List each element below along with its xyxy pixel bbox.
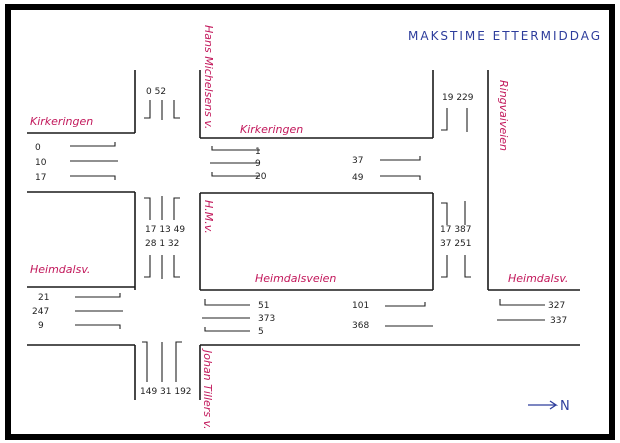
count-ring-top: 19 229 [442,93,474,103]
count-kir-mid-l1: 1 [255,147,261,157]
count-kir-w-2: 10 [35,158,47,168]
arrow-hm-top-left [173,100,180,119]
arrow-heim-e-1 [499,299,545,306]
count-hmv-upper: 17 13 49 [145,225,185,235]
arrow-ring-mid-down-1 [441,255,448,278]
road-lines [27,70,580,400]
count-heim-w-2: 247 [32,307,49,317]
arrow-heim-w-1 [75,293,121,298]
arrow-kir-w-3 [70,175,116,180]
road-hmv: H.M.v. [202,200,215,234]
arrow-johan-1 [142,341,148,382]
arrow-kir-mid-r2 [380,175,421,180]
road-johan-tillers: Johan Tillers v. [201,348,214,430]
turning-arrows [70,100,559,410]
arrow-kir-w-1 [70,142,116,147]
count-kir-mid-l2: 9 [255,159,261,169]
count-kir-mid-l3: 20 [255,172,267,182]
arrow-heim-mid-l1 [204,299,250,306]
arrow-hmv-down-3 [173,255,180,278]
compass-label: N [560,399,570,414]
count-kir-w-3: 17 [35,173,46,183]
arrow-kir-mid-l1 [211,146,260,151]
arrow-kir-mid-r1 [380,156,421,161]
arrow-heim-mid-l3 [204,327,250,332]
arrow-kir-mid-l3 [211,172,260,177]
road-heimdalsv-east: Heimdalsv. [508,272,568,285]
count-heim-mid-l1: 51 [258,301,269,311]
count-kir-mid-r1: 37 [352,156,363,166]
diagram-title: MAKSTIME ETTERMIDDAG [408,29,602,43]
count-kir-mid-r2: 49 [352,173,364,183]
count-heim-mid-r1: 101 [352,301,369,311]
count-heim-e-1: 327 [548,301,565,311]
arrow-heim-w-3 [75,324,121,329]
arrow-hmv-up-1 [144,197,151,220]
arrow-ring-top-1 [441,108,448,131]
count-heim-w-1: 21 [38,293,49,303]
arrow-hmv-down-1 [144,255,151,278]
road-hans-michelsens: Hans Michelsens v. [202,25,215,129]
count-ring-mid-lower: 37 251 [440,239,472,249]
count-ring-mid-upper: 17 387 [440,225,472,235]
count-hmv-lower: 28 1 32 [145,239,179,249]
count-heim-mid-r2: 368 [352,321,369,331]
road-kirkeringen-west: Kirkeringen [30,115,93,128]
arrow-ring-mid-down-2 [464,255,471,278]
arrow-hmv-up-3 [173,197,180,220]
road-kirkeringen-mid: Kirkeringen [240,123,303,136]
road-ringvaiveien: Ringvaiveien [497,80,510,151]
count-hm-top: 0 52 [146,87,166,97]
road-heimdalsveien-mid: Heimdalsveien [255,272,336,285]
count-heim-e-2: 337 [550,316,567,326]
arrow-heim-mid-r1 [385,302,426,307]
count-heim-mid-l3: 5 [258,327,264,337]
count-heim-w-3: 9 [38,321,44,331]
arrow-hm-top-right [144,100,151,119]
arrow-johan-3 [175,341,182,382]
count-kir-w-1: 0 [35,143,41,153]
diagram-frame [5,4,615,440]
count-johan-bottom: 149 31 192 [140,387,192,397]
road-heimdalsv-west: Heimdalsv. [30,263,90,276]
arrow-ring-mid-up-1 [441,202,448,225]
north-arrow-icon [528,400,559,410]
count-heim-mid-l2: 373 [258,314,275,324]
